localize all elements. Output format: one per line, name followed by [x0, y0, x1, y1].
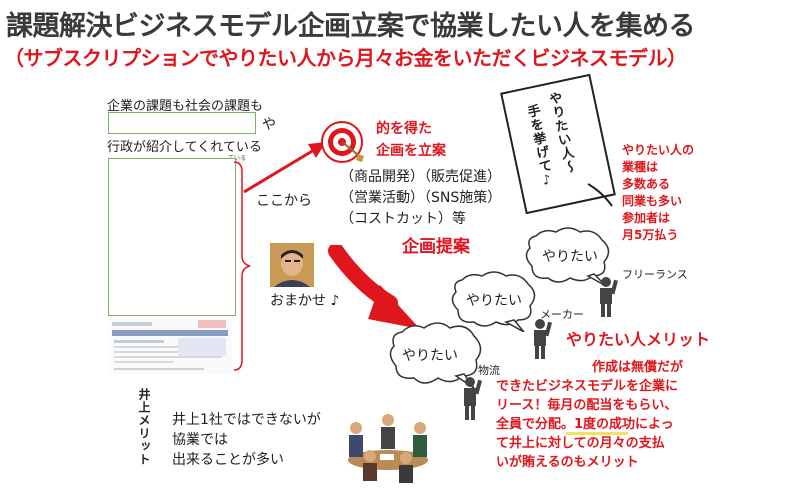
bubble-3-text: やりたい [402, 348, 458, 364]
speech-bubble-2 [451, 271, 536, 332]
screenshot-placeholder-box [108, 158, 236, 316]
inoue-line-2: 協業では [172, 432, 228, 448]
note-line-3: 多数ある [622, 177, 671, 191]
target-heading-2: 企画を立案 [376, 143, 446, 159]
small-caption: ている [228, 155, 247, 162]
from-here-label: ここから [256, 193, 312, 209]
merit-line-1: 作成は無償だが [592, 360, 684, 375]
blank-label-box [108, 112, 256, 134]
intro-line-1: 企業の課題も社会の課題も [107, 99, 264, 114]
target-heading-1: 的を得た [376, 121, 432, 137]
page-subtitle: （サブスクリプションでやりたい人から月々お金をいただくビジネスモデル） [4, 46, 687, 70]
bubble-1-text: やりたい [542, 249, 598, 265]
inoue-merit-text: 井上1社ではできないが 協業では 出来ることが多い [172, 410, 321, 470]
plan-proposal-label: 企画提案 [402, 237, 470, 257]
inoue-line-1: 井上1社ではできないが [172, 412, 321, 428]
merit-line-2: できたビジネスモデルを企業に [496, 379, 679, 394]
leave-it-label: おまかせ ♪ [270, 293, 340, 309]
target-item-3: （コストカット）等 [340, 211, 466, 227]
note-line-4: 同業も多い [622, 194, 683, 208]
person-icon-logistics [464, 377, 483, 420]
note-line-5: 参加者は [622, 211, 671, 225]
bubble-2-text: やりたい [466, 293, 522, 309]
speech-bubble-3 [389, 322, 482, 389]
merit-line-3: リース！毎月の配当をもらい、 [496, 398, 678, 413]
arrow-to-participants [328, 245, 420, 329]
participant-note: やりたい人の 業種は 多数ある 同業も多い 参加者は 月5万払う [622, 142, 694, 244]
merit-highlight [566, 432, 628, 435]
role-maker: メーカー [540, 308, 584, 321]
target-icon [321, 121, 364, 163]
note-line-2: 業種は [622, 160, 659, 174]
avatar-photo [270, 243, 314, 287]
note-line-1: やりたい人の [622, 143, 695, 157]
target-item-2: （営業活動）（SNS施策） [340, 190, 502, 206]
page-title: 課題解決ビジネスモデル企画立案で協業したい人を集める [6, 11, 696, 42]
inoue-merit-vertical: 井上メリット [137, 388, 151, 466]
website-thumbnail [108, 318, 232, 374]
target-item-1: （商品開発）（販売促進） [340, 169, 501, 185]
merit-line-5: て井上に対しての月々の支払 [496, 436, 665, 451]
participant-merit-body: 作成は無償だが できたビジネスモデルを企業に リース！毎月の配当をもらい、 全員… [496, 358, 683, 472]
role-logistics: 物流 [478, 364, 500, 377]
arrow-to-target [243, 142, 326, 194]
merit-line-4: 全員で分配。1度の成功によっ [496, 417, 674, 432]
person-icon-maker [534, 319, 553, 359]
participant-merit-title: やりたい人メリット [566, 330, 711, 349]
red-bracket [233, 161, 251, 371]
sign-handle-icon [587, 183, 613, 207]
note-line-6: 月5万払う [622, 228, 679, 242]
intro-line-2: や [262, 117, 276, 133]
merit-line-6: いが賄えるのもメリット [496, 455, 639, 470]
person-icon-freelance [600, 277, 619, 317]
role-freelance: フリーランス [622, 268, 688, 281]
inoue-line-3: 出来ることが多い [172, 452, 284, 468]
meeting-illustration [348, 414, 428, 483]
intro-line-3: 行政が紹介してくれている [107, 140, 262, 155]
